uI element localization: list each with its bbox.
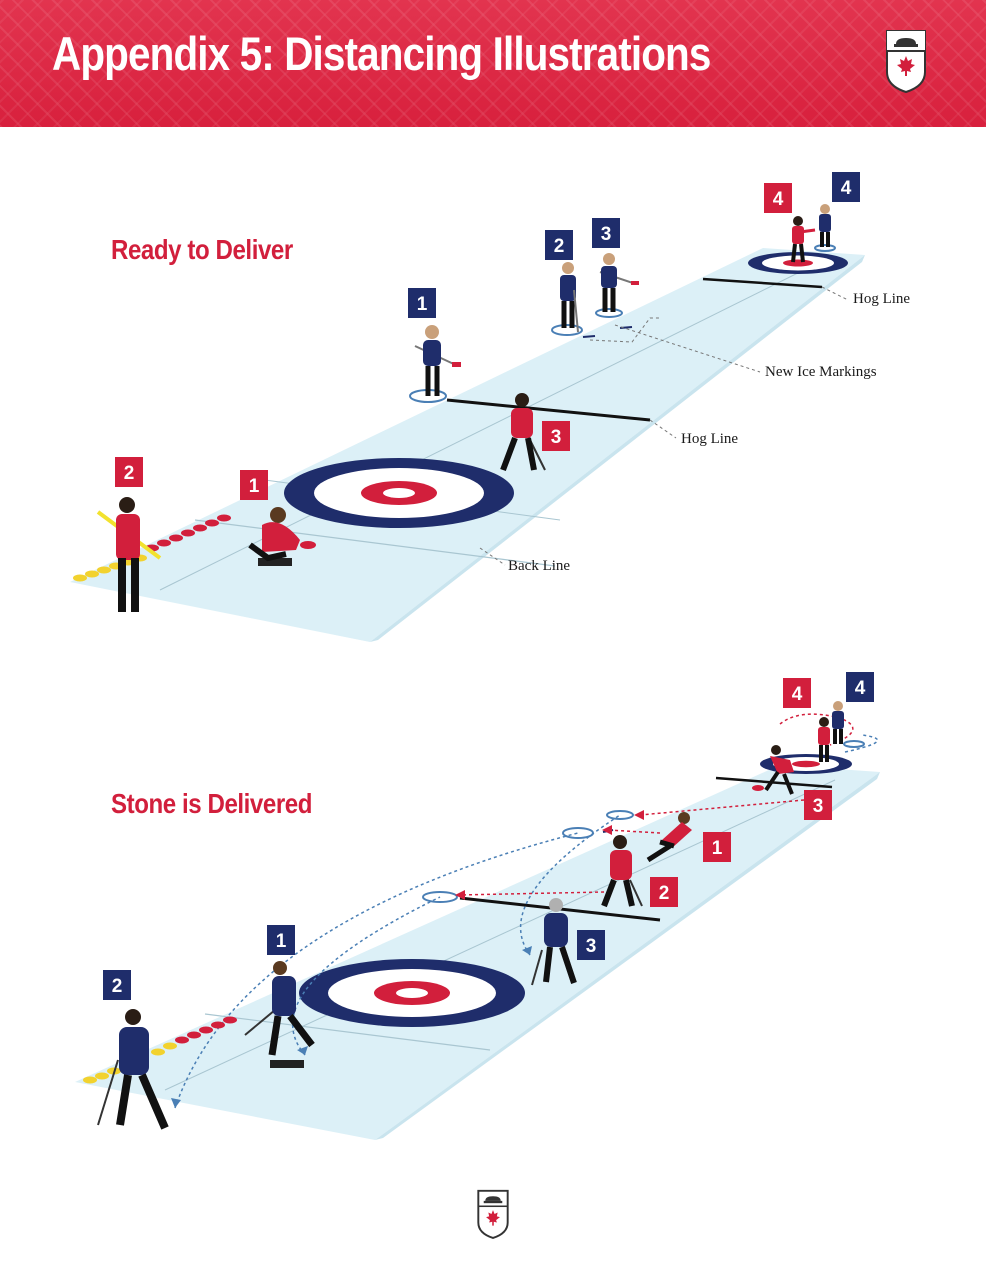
player-red-3-figure	[500, 393, 546, 472]
path-red-3	[639, 799, 805, 816]
label-red-4-s2: 4	[792, 684, 803, 705]
path-blue-4	[844, 734, 879, 753]
house-near-1	[284, 458, 514, 528]
ice-sheet-2	[75, 765, 880, 1140]
leader-new-ice	[589, 317, 660, 343]
hog-line-far-2	[715, 776, 833, 789]
back-line-1	[194, 519, 556, 567]
house-far-1	[748, 252, 848, 274]
ice-sheet-2-shade	[375, 772, 880, 1140]
label-blue-3-s1: 3	[601, 224, 612, 245]
label-blue-2-s1: 2	[554, 236, 565, 257]
label-red-1-s2: 1	[712, 838, 723, 859]
badge-red-4-s2	[783, 678, 811, 708]
ice-marking-2	[551, 324, 583, 336]
path-blue-1	[291, 896, 441, 1056]
footer-crest-icon	[477, 1189, 509, 1239]
path-red-4	[779, 713, 854, 746]
stones-row-2	[83, 1016, 237, 1084]
player-blue-4-figure	[819, 204, 831, 247]
badge-red-1-s1	[240, 470, 268, 500]
callout-hog-line-far: Hog Line	[853, 291, 911, 307]
badge-blue-4-s2	[846, 672, 874, 702]
badge-red-4-s1	[764, 183, 792, 213]
player-red-2-figure-s2	[601, 835, 643, 908]
badge-blue-3-s1	[592, 218, 620, 248]
badge-blue-1-s1	[408, 288, 436, 318]
hog-line-near-2	[459, 896, 661, 922]
player-blue-1-figure-s2	[244, 961, 315, 1068]
label-red-3-s1: 3	[551, 427, 562, 448]
label-blue-4-s2: 4	[855, 678, 866, 699]
path-blue-3	[520, 814, 621, 956]
leader-new-ice-2	[614, 324, 761, 373]
ice-marking-3	[595, 308, 623, 318]
path-blue-2	[174, 832, 579, 1109]
leader-hog-far	[821, 286, 849, 301]
label-blue-4-s1: 4	[841, 178, 852, 199]
hog-line-near-1	[446, 398, 651, 422]
player-blue-3-figure	[599, 253, 639, 312]
label-red-4-s1: 4	[773, 189, 784, 210]
player-blue-4-figure-s2	[832, 701, 844, 744]
player-red-3-figure-s2	[752, 745, 794, 795]
ice-sheet-1	[70, 248, 865, 642]
badge-red-3-s1	[542, 421, 570, 451]
callout-hog-line-near: Hog Line	[681, 431, 739, 447]
stones-row-1	[73, 514, 231, 582]
player-blue-2-figure-s2	[97, 1009, 169, 1130]
label-red-2-s1: 2	[124, 463, 135, 484]
player-red-2-figure	[96, 497, 162, 612]
badge-red-1-s2	[703, 832, 731, 862]
badge-red-3-s2	[804, 790, 832, 820]
player-red-1-figure	[248, 507, 316, 566]
section-title-ready-to-deliver: Ready to Deliver	[111, 234, 293, 265]
label-red-1-s1: 1	[249, 476, 260, 497]
curling-canada-crest-icon	[886, 30, 926, 94]
house-near-2	[299, 959, 525, 1027]
hog-line-far-1	[702, 277, 823, 289]
badge-red-2-s1	[115, 457, 143, 487]
badge-blue-4-s1	[832, 172, 860, 202]
player-blue-1-figure	[414, 325, 461, 396]
leader-back-line	[479, 547, 506, 566]
badge-red-2-s2	[650, 877, 678, 907]
back-line-2	[204, 1013, 491, 1051]
ice-sheet-1-shade	[370, 255, 865, 642]
path-red-1	[607, 829, 661, 834]
badge-blue-1-s2	[267, 925, 295, 955]
label-blue-2-s2: 2	[112, 976, 123, 997]
callout-new-ice-markings: New Ice Markings	[765, 364, 877, 380]
player-blue-3-figure-s2	[531, 898, 577, 986]
centre-line-1	[159, 261, 821, 591]
badge-blue-3-s2	[577, 930, 605, 960]
header-banner: Appendix 5: Distancing Illustrations	[0, 0, 986, 127]
player-red-1-figure-s2	[646, 812, 692, 863]
section-title-stone-is-delivered: Stone is Delivered	[111, 788, 313, 819]
player-red-4-figure	[791, 216, 816, 263]
label-blue-1-s1: 1	[417, 294, 428, 315]
tee-line-1	[249, 477, 561, 521]
centre-line-2	[164, 779, 836, 1091]
label-blue-1-s2: 1	[276, 931, 287, 952]
label-red-2-s2: 2	[659, 883, 670, 904]
callout-back-line: Back Line	[508, 558, 571, 574]
header-pattern	[0, 0, 986, 127]
path-red-2	[459, 891, 605, 896]
label-blue-3-s2: 3	[586, 936, 597, 957]
house-far-2	[760, 754, 852, 774]
leader-hog-near	[649, 419, 677, 439]
ice-marking-4	[814, 244, 836, 252]
label-red-3-s2: 3	[813, 796, 824, 817]
ice-marking-1	[409, 389, 447, 403]
player-red-4-figure-s2	[818, 717, 830, 762]
player-blue-2-figure	[560, 262, 579, 333]
badge-blue-2-s1	[545, 230, 573, 260]
page-title: Appendix 5: Distancing Illustrations	[52, 27, 711, 80]
badge-blue-2-s2	[103, 970, 131, 1000]
